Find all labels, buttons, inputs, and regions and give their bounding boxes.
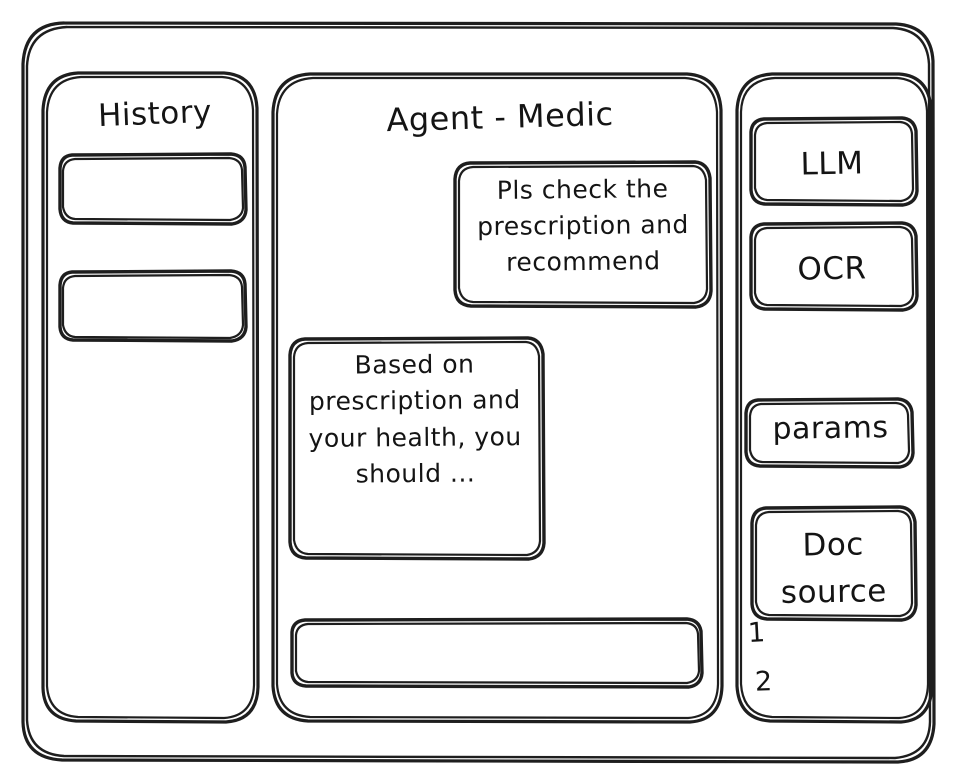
- doc-source-list-item-1[interactable]: 1: [747, 617, 767, 650]
- user-message-bubble: [455, 162, 711, 307]
- message-composer-input[interactable]: [292, 619, 702, 687]
- agent-message-bubble: [290, 338, 544, 559]
- tool-button-ocr[interactable]: OCR: [797, 250, 867, 288]
- agent-panel-title: Agent - Medic: [385, 94, 615, 140]
- history-item-1[interactable]: [60, 154, 246, 224]
- history-panel-title: History: [97, 93, 213, 135]
- tool-button-llm[interactable]: LLM: [800, 145, 864, 183]
- tool-button-doc-source[interactable]: Doc source: [780, 526, 888, 611]
- tool-button-params[interactable]: params: [772, 410, 889, 447]
- history-item-2[interactable]: [60, 271, 246, 341]
- doc-source-list-item-2[interactable]: 2: [754, 666, 774, 698]
